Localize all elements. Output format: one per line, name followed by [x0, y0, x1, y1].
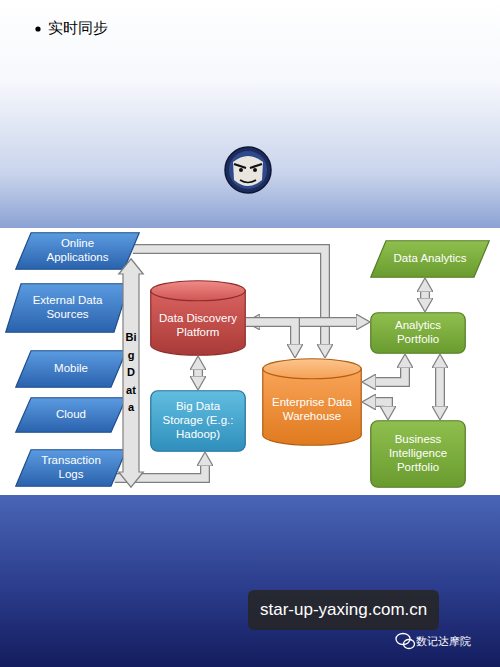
arrow-outline [373, 402, 388, 409]
source-box: Transaction Logs [15, 449, 127, 487]
flow-arrow [440, 365, 441, 409]
source-box: Cloud [15, 397, 127, 433]
big-data-arrow: Big Data [118, 258, 144, 488]
node-label: External Data Sources [23, 294, 112, 322]
node-label: Analytics Portfolio [376, 319, 460, 347]
arrow-body [246, 322, 295, 347]
flow-arrow [373, 365, 405, 382]
portfolio-box: Analytics Portfolio [370, 312, 466, 354]
arrow-body [373, 365, 405, 382]
node-label: Big Data [126, 329, 137, 417]
source-box: External Data Sources [5, 283, 130, 333]
source-box: Online Applications [15, 232, 140, 270]
flow-arrow [198, 367, 199, 379]
arrow-body [421, 289, 429, 301]
watermark: 数记达摩院 [416, 634, 471, 649]
arrow-outline [435, 365, 445, 409]
flow-arrow [425, 289, 426, 301]
node-label: Data Discovery Platform [156, 312, 240, 340]
node-label: Data Analytics [394, 252, 467, 266]
node-label: Mobile [54, 362, 88, 376]
flow-arrow [246, 322, 295, 347]
arrow-body [194, 367, 202, 379]
slide-title: 实时同步 [48, 19, 108, 38]
arrow-body [436, 365, 444, 409]
arrow-outline [420, 289, 430, 301]
diagram-panel [0, 228, 500, 495]
node-label: Transaction Logs [33, 454, 109, 482]
logo-icon [225, 147, 271, 193]
node-label: Business Intelligence Portfolio [376, 433, 460, 474]
watermark: star-up-yaxing.com.cn [248, 590, 439, 630]
node-label: Cloud [56, 408, 86, 422]
node-label: Online Applications [33, 237, 122, 265]
wechat-icon [396, 634, 415, 649]
bullet-dot [35, 26, 40, 31]
storage-box: Big Data Storage (E.g.: Hadoop) [150, 390, 246, 452]
platform-cylinder: Data Discovery Platform [150, 280, 246, 356]
arrow-outline [373, 365, 405, 382]
arrow-outline [193, 367, 203, 379]
analytics-box: Data Analytics [370, 240, 490, 278]
arrow-body [373, 402, 388, 409]
arrow-outline [246, 322, 295, 347]
portfolio-box: Business Intelligence Portfolio [370, 420, 466, 488]
flow-arrow [373, 402, 388, 409]
node-label: Big Data Storage (E.g.: Hadoop) [156, 400, 240, 441]
source-box: Mobile [15, 350, 127, 388]
node-label: Enterprise Data Warehouse [268, 396, 356, 424]
warehouse-cylinder: Enterprise Data Warehouse [262, 358, 362, 446]
